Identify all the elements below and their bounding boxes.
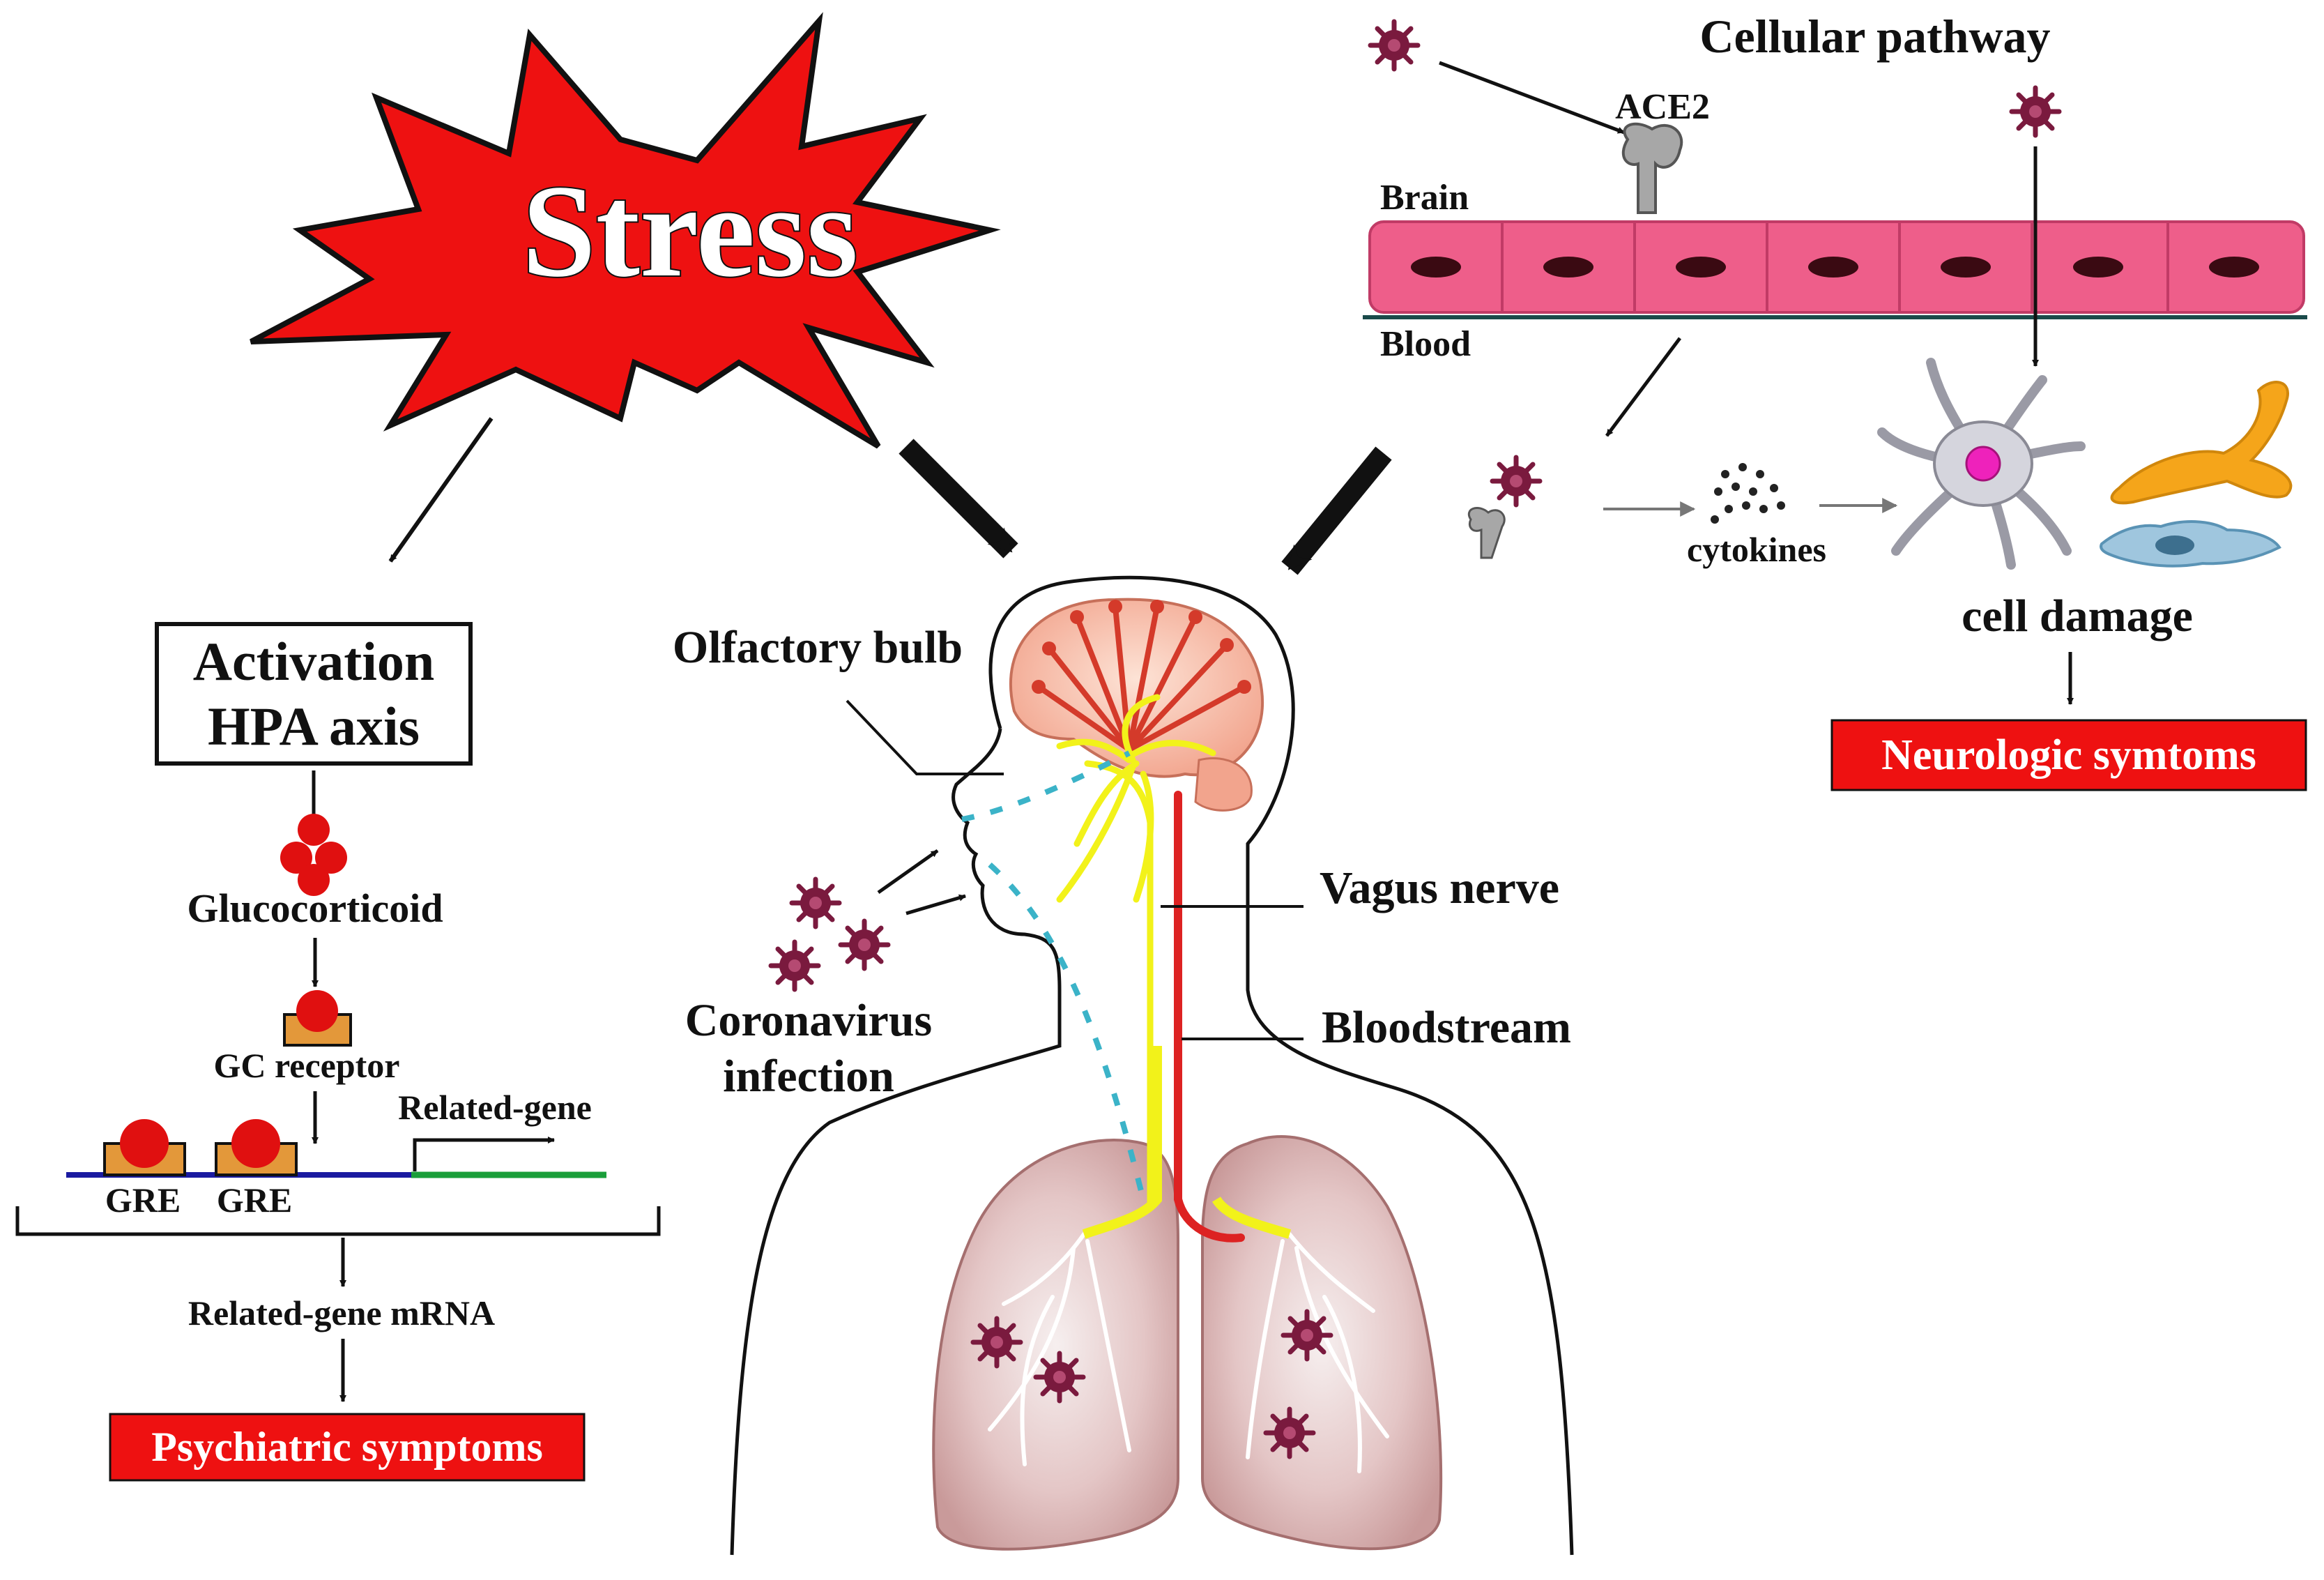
- body-outline: [730, 575, 1574, 1556]
- cellular-pathway-panel: Cellular pathway ACE2 Brain Blood: [1363, 10, 2307, 791]
- psychiatric-symptoms-box: [109, 1413, 586, 1482]
- blood-virus-icon: [1492, 457, 1540, 505]
- brain-signal-arrowheads: [1032, 600, 1251, 694]
- stress-to-hpa-arrow: [388, 417, 494, 563]
- stress-label: Stress: [522, 158, 858, 305]
- microglia-icon: [2100, 520, 2281, 568]
- astrocyte-icon: [2110, 381, 2293, 505]
- hpa-activation-box: [155, 622, 473, 766]
- gc-receptor-label: GC receptor: [213, 1046, 399, 1085]
- bronchial-tree: [988, 1232, 1389, 1473]
- cellular-to-body-arrow: [1281, 446, 1392, 575]
- hpa-panel: Activation HPA axis Glucocorticoid GC re…: [15, 622, 661, 1482]
- lung-virus-icon-2: [1036, 1353, 1083, 1401]
- brain-side-label: Brain: [1380, 178, 1469, 218]
- transcription-start-arrow: [413, 1137, 555, 1171]
- blood-ace2-icon: [1468, 507, 1506, 559]
- stress-starburst-shape: [250, 12, 1001, 449]
- gc-receptor-icon: [283, 990, 352, 1047]
- ace2-receptor-icon: [1621, 122, 1683, 214]
- neurologic-symptoms-label: Neurologic symtoms: [1881, 731, 2256, 779]
- gre-right-label: GRE: [217, 1180, 292, 1220]
- psychiatric-symptoms-label: Psychiatric symptoms: [151, 1424, 543, 1470]
- cytokines-label: cytokines: [1687, 530, 1826, 569]
- olfactory-leader-line: [846, 699, 1004, 775]
- coronavirus-infection-line1: Coronavirus: [685, 995, 933, 1046]
- cell-damage-label: cell damage: [1962, 591, 2193, 641]
- hpa-box-line1: Activation: [193, 631, 435, 692]
- stress-burst: Stress: [250, 12, 1001, 449]
- neurologic-symptoms-box: [1830, 719, 2307, 791]
- lung-virus-icon-3: [1283, 1312, 1331, 1359]
- cellular-pathway-title: Cellular pathway: [1699, 10, 2050, 63]
- virus-icon-3: [771, 942, 818, 989]
- ace2-label: ACE2: [1615, 87, 1710, 127]
- stress-to-body-arrow: [899, 439, 1018, 559]
- bloodstream-label: Bloodstream: [1322, 1002, 1571, 1053]
- lung-virus-icon-1: [973, 1319, 1020, 1366]
- cerebellum: [1194, 757, 1253, 812]
- endothelial-barrier: [1368, 220, 2305, 314]
- right-lung: [1201, 1135, 1443, 1551]
- lung-virus-icon-4: [1266, 1409, 1313, 1457]
- olfactory-pathway: [961, 750, 1146, 1200]
- brain-signal-arrows: [1037, 606, 1246, 752]
- coronavirus-infection-line2: infection: [723, 1051, 894, 1102]
- virus-to-mouth-arrow: [905, 894, 966, 916]
- gre-left-label: GRE: [105, 1180, 181, 1220]
- virus-icon-1: [792, 879, 839, 927]
- gre-left-receptor-icon: [103, 1119, 186, 1176]
- vagus-nerve-label: Vagus nerve: [1320, 863, 1559, 913]
- blood-side-label: Blood: [1380, 324, 1471, 364]
- olfactory-bulb-label: Olfactory bulb: [673, 622, 963, 673]
- left-lung: [932, 1139, 1179, 1551]
- related-gene-label: Related-gene: [398, 1088, 592, 1127]
- gene-complex-bracket: [15, 1206, 661, 1236]
- barrier-to-blood-arrow: [1605, 337, 1681, 437]
- virus-to-ace2-arrow: [1439, 61, 1625, 135]
- hpa-box-line2: HPA axis: [208, 696, 420, 757]
- virus-icon-2: [841, 921, 888, 968]
- bloodstream-vessel: [1174, 791, 1245, 1243]
- glucocorticoid-icon: [280, 814, 347, 896]
- related-gene-mrna-label: Related-gene mRNA: [188, 1293, 495, 1332]
- glucocorticoid-label: Glucocorticoid: [187, 886, 443, 931]
- trachea: [1082, 1046, 1292, 1239]
- cytokines-icon: [1711, 463, 1785, 524]
- cellular-virus-icon-top-right: [2012, 88, 2059, 135]
- neuron-icon: [1877, 358, 2086, 570]
- virus-to-nose-arrow: [877, 849, 939, 895]
- cellular-virus-icon-top-left: [1370, 22, 1418, 69]
- gre-right-receptor-icon: [215, 1119, 298, 1176]
- human-figure: Olfactory bulb Vagus nerve Bloodstream C…: [673, 575, 1574, 1556]
